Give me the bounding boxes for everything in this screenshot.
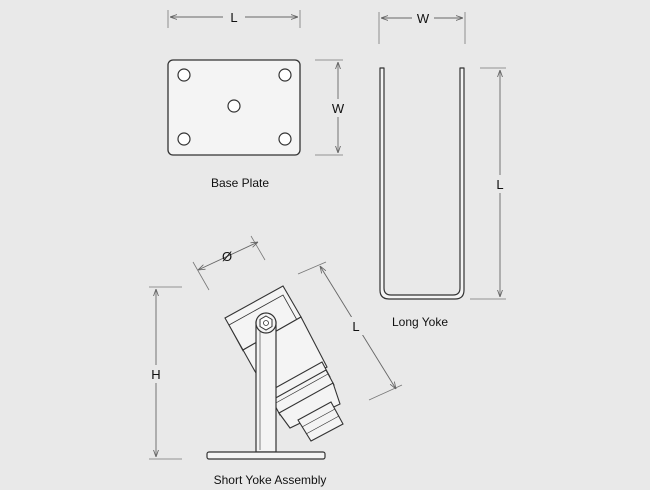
long-yoke-drawing: W L Long Yoke	[378, 10, 508, 329]
hole-icon	[278, 68, 292, 82]
short-yoke-diameter-dimension	[198, 242, 258, 270]
short-yoke-length-label: L	[352, 319, 359, 334]
hole-icon	[177, 68, 191, 82]
short-yoke-arm	[255, 321, 277, 453]
short-yoke-caption: Short Yoke Assembly	[214, 473, 327, 487]
hole-icon	[227, 99, 241, 113]
long-yoke-outline	[379, 67, 465, 300]
hole-icon	[278, 132, 292, 146]
base-plate-width-label: W	[332, 101, 345, 116]
long-yoke-caption: Long Yoke	[392, 315, 448, 329]
short-yoke-base	[206, 451, 326, 460]
long-yoke-width-label: W	[417, 11, 430, 26]
short-yoke-height-label: H	[151, 367, 160, 382]
base-plate-drawing: L W Base Plate	[167, 9, 347, 190]
base-plate-length-label: L	[230, 10, 237, 25]
bolt-icon	[255, 312, 277, 334]
short-yoke-assembly-drawing: Ø L H	[148, 235, 403, 487]
light-fixture-body	[224, 285, 344, 442]
hole-icon	[177, 132, 191, 146]
long-yoke-length-label: L	[496, 177, 503, 192]
short-yoke-diameter-label: Ø	[222, 249, 232, 264]
base-plate-caption: Base Plate	[211, 176, 269, 190]
